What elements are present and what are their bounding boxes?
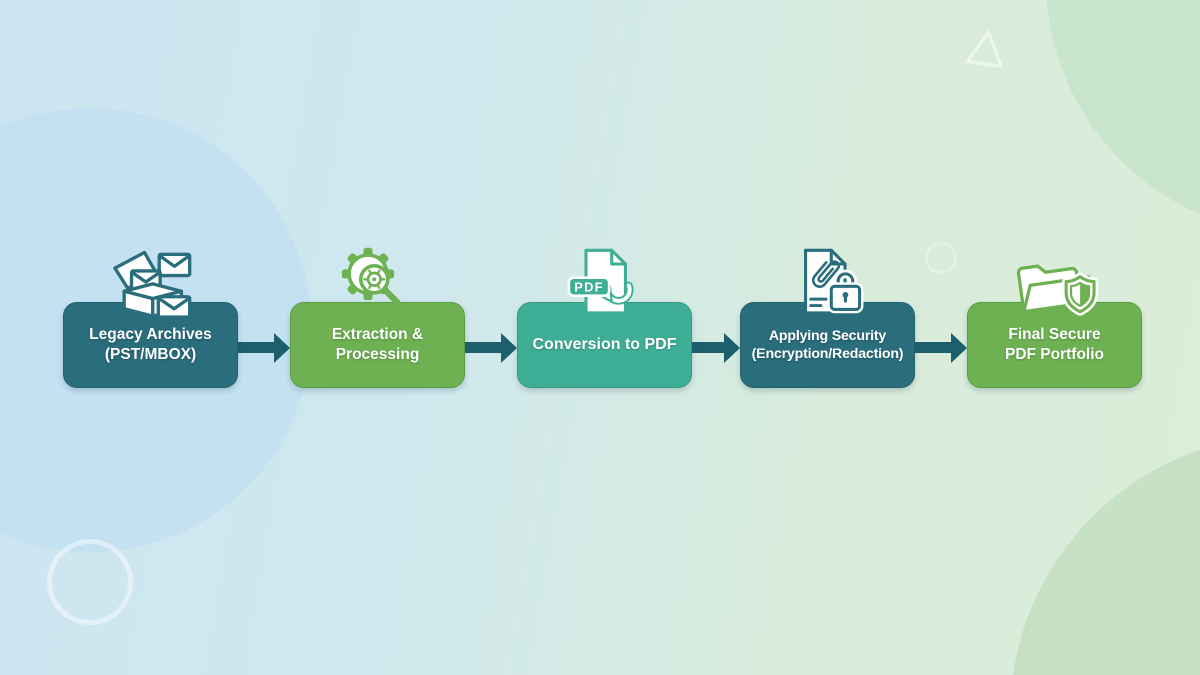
- pdf-badge-text: PDF: [574, 279, 604, 294]
- flow-step-conversion-to-pdf: PDF Conversion to PDF: [517, 246, 692, 388]
- arrow-head: [724, 332, 740, 363]
- flow-step-extraction-processing: Extraction & Processing: [290, 246, 465, 388]
- secure-document-icon: [780, 246, 874, 318]
- ring-decoration-small: [925, 242, 957, 274]
- arrow-head: [274, 332, 290, 363]
- bg-circle-bottom-right: [1010, 435, 1200, 675]
- step-label: Extraction & Processing: [331, 325, 424, 363]
- flow-step-legacy-archives: Legacy Archives (PST/MBOX): [63, 246, 238, 388]
- gear-magnifier-icon: [330, 246, 424, 318]
- step-label: Applying Security (Encryption/Redaction): [751, 327, 904, 362]
- secure-folder-icon: [1007, 246, 1101, 318]
- step-box: Final Secure PDF Portfolio: [967, 302, 1142, 388]
- step-box: Extraction & Processing: [290, 302, 465, 388]
- flow-arrow: [235, 332, 290, 363]
- step-box: Conversion to PDF: [517, 302, 692, 388]
- flow-arrow: [690, 332, 740, 363]
- arrow-head: [501, 332, 517, 363]
- pdf-convert-icon: PDF: [557, 246, 651, 318]
- arrow-head: [951, 332, 967, 363]
- flow-arrow: [462, 332, 517, 363]
- bg-circle-top-right: [1046, 0, 1200, 235]
- flow-step-final-secure-pdf-portfolio: Final Secure PDF Portfolio: [967, 246, 1142, 388]
- triangle-decoration: [962, 25, 1010, 75]
- flow-arrow: [912, 332, 967, 363]
- flow-step-applying-security: Applying Security (Encryption/Redaction): [740, 246, 915, 388]
- ring-decoration-large: [47, 539, 133, 625]
- step-label: Legacy Archives (PST/MBOX): [89, 325, 212, 363]
- step-label: Conversion to PDF: [532, 335, 677, 353]
- step-label: Final Secure PDF Portfolio: [1004, 325, 1105, 363]
- archive-box-emails-icon: [103, 246, 197, 318]
